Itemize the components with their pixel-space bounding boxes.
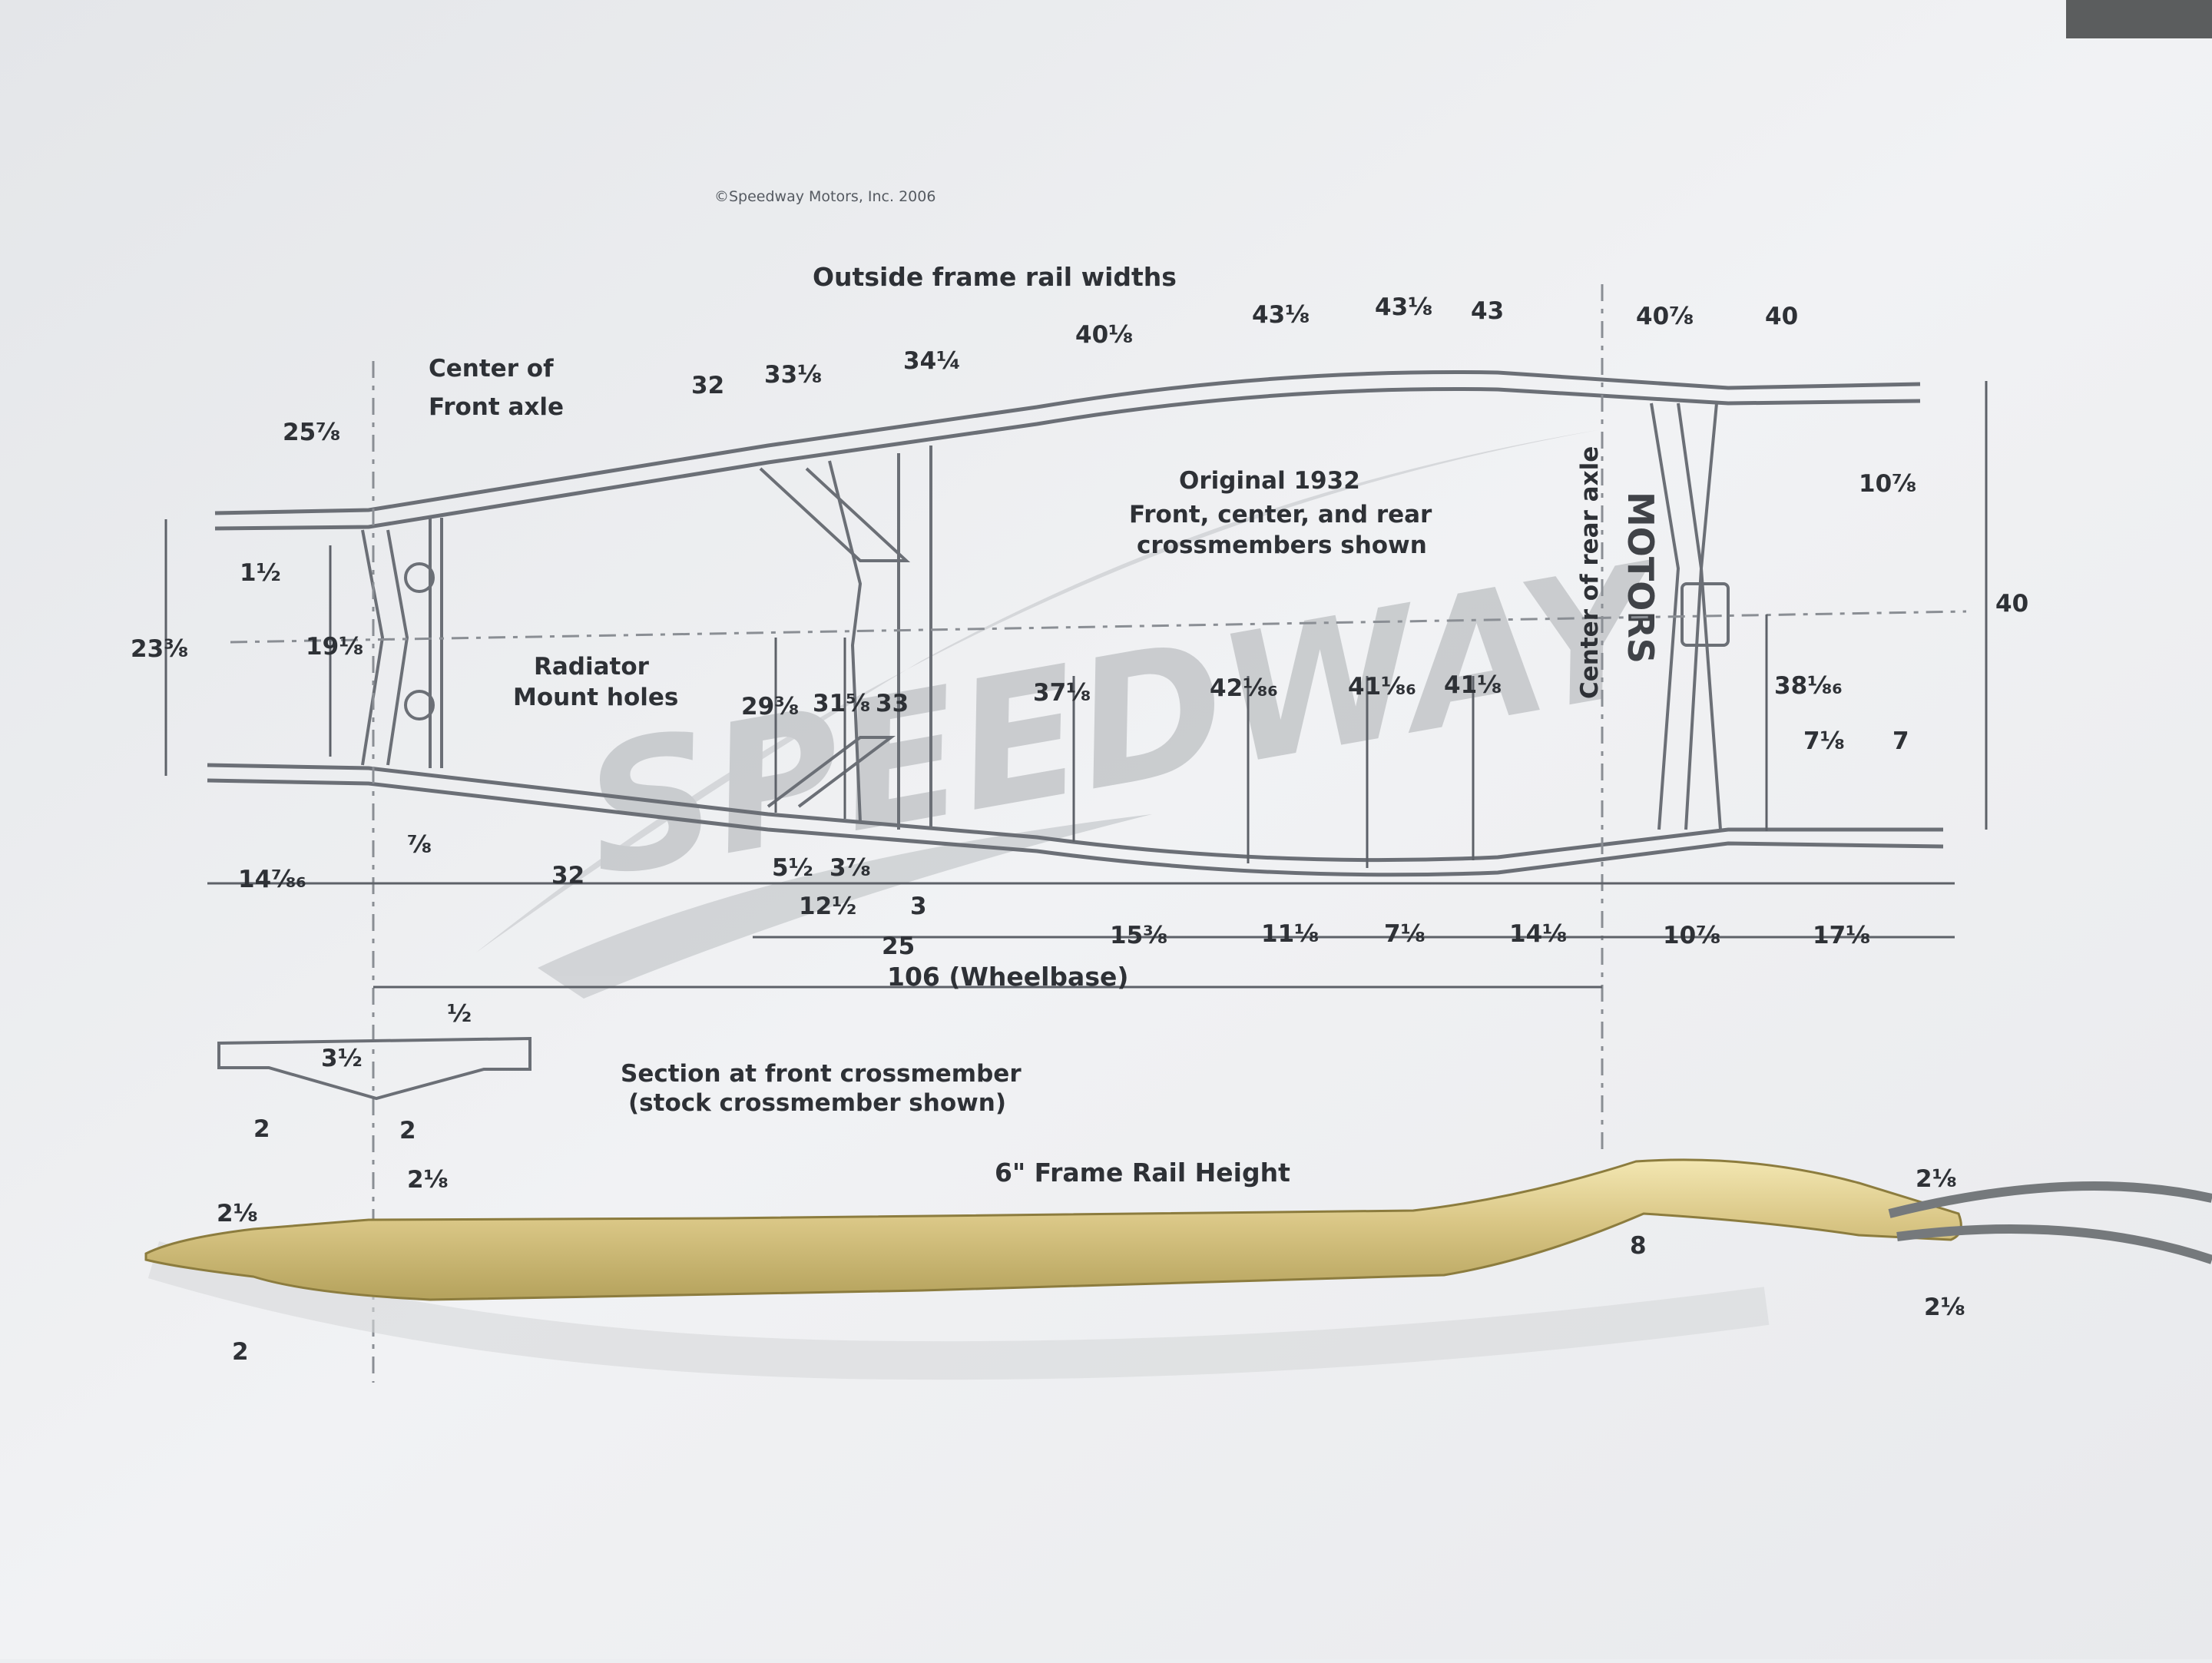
- side-dim-label: 8: [1630, 1232, 1647, 1260]
- diagram-title: Outside frame rail widths: [813, 262, 1177, 292]
- bottom-dim-label: 14⅛: [1509, 920, 1567, 948]
- inner-width-label: 37⅛: [1033, 679, 1091, 707]
- rear-axle-label: Center of rear axle: [1576, 446, 1604, 699]
- left-dim-label: 19⅛: [306, 633, 363, 661]
- original-note: Original 1932 Front, center, and rear cr…: [1129, 467, 1432, 559]
- front-crossmember: [361, 518, 443, 768]
- top-width-label: 40⅞: [1636, 303, 1694, 330]
- side-dim-label: 2: [232, 1338, 249, 1366]
- note-line: Original 1932: [1179, 467, 1360, 495]
- top-width-labels: 32 33⅛ 34¼ 40⅛ 43⅛ 43⅛ 43 40⅞ 40: [691, 293, 1798, 399]
- bottom-dim-label: 11⅛: [1261, 920, 1319, 948]
- inner-width-labels: 29⅜ 31⅝ 33 37⅛ 42⅛₆ 41⅛₆ 41⅛: [741, 671, 1502, 721]
- bottom-dimension-labels: 14⅞₆ 32 5½ 3⅞ 12½ 3 25 15⅜ 11⅛ 7⅛ 14⅛ 10…: [238, 854, 1870, 960]
- brass-rail-model: [144, 1158, 2212, 1380]
- reference-lines: [230, 284, 1967, 1383]
- bottom-dim-label: 14⅞₆: [238, 866, 306, 893]
- right-dim-label: 38⅛₆: [1774, 672, 1843, 700]
- right-dim-label: 7: [1892, 727, 1909, 755]
- rear-crossmember: [1650, 402, 1730, 830]
- left-dim-label: 23⅜: [131, 635, 188, 663]
- top-width-label: 40⅛: [1075, 321, 1133, 349]
- inner-width-label: 31⅝: [813, 690, 870, 717]
- note-line: crossmembers shown: [1137, 532, 1427, 559]
- bottom-dim-label: 5½: [772, 854, 813, 882]
- top-width-label: 32: [691, 372, 724, 399]
- corner-object: [2066, 0, 2212, 38]
- bottom-dim-label: 12½: [799, 893, 856, 920]
- side-dim-label: 2⅛: [217, 1200, 258, 1227]
- side-dimension-labels: 2⅛ 2⅛ 2 8 2⅛ 2⅛: [217, 1165, 1965, 1366]
- inner-width-label: 33: [876, 690, 909, 717]
- bottom-dim-label: 10⅞: [1663, 922, 1720, 949]
- frame-top-view: [207, 370, 1944, 877]
- radiator-line: Radiator: [534, 653, 650, 681]
- dimension-lines: [164, 381, 1988, 989]
- side-dim-label: 2⅛: [1916, 1165, 1957, 1193]
- brass-rail: [144, 1158, 1962, 1301]
- radiator-note: Radiator Mount holes: [513, 653, 678, 711]
- front-axle-note: Center of Front axle: [429, 355, 564, 421]
- section-dim-label: 3½: [321, 1045, 363, 1072]
- watermark-small-text: MOTORS: [1620, 492, 1661, 664]
- right-dim-label: 40: [1995, 590, 2028, 618]
- section-dimension-labels: ½ 3½ 2 2: [253, 1000, 472, 1145]
- front-axle-line: Center of: [429, 355, 554, 383]
- side-dim-label: 2⅛: [1924, 1294, 1965, 1321]
- crossmember-section: [217, 1036, 531, 1101]
- left-dim-label: 25⅞: [283, 419, 340, 446]
- right-dim-label: 10⅞: [1859, 470, 1916, 498]
- section-line: Section at front crossmember: [621, 1060, 1022, 1088]
- section-line: (stock crossmember shown): [628, 1089, 1006, 1117]
- side-dim-label: 2⅛: [407, 1166, 449, 1194]
- left-dim-label: 1½: [240, 559, 281, 587]
- top-width-label: 34¼: [903, 347, 961, 375]
- top-width-label: 43⅛: [1252, 301, 1310, 329]
- top-width-label: 43⅛: [1375, 293, 1432, 321]
- bottom-dim-label: 3: [910, 893, 927, 920]
- top-width-label: 43: [1471, 297, 1504, 325]
- wheelbase-label: 106 (Wheelbase): [887, 962, 1128, 992]
- inner-width-label: 42⅛₆: [1210, 674, 1278, 702]
- inner-width-label: 41⅛₆: [1348, 673, 1416, 701]
- bottom-dim-label: 32: [551, 862, 584, 889]
- inner-width-label: 41⅛: [1444, 671, 1502, 699]
- inner-width-label: 29⅜: [741, 693, 799, 721]
- front-axle-line: Front axle: [429, 393, 564, 421]
- left-dim-label: ⅞: [407, 831, 432, 859]
- top-width-label: 40: [1765, 303, 1798, 330]
- right-dimension-labels: 10⅞ 40 38⅛₆ 7⅛ 7: [1774, 470, 2028, 755]
- bottom-dim-label: 25: [882, 933, 915, 960]
- section-dim-label: 2: [253, 1115, 270, 1143]
- bottom-dim-label: 3⅞: [830, 854, 871, 882]
- right-dim-label: 7⅛: [1803, 727, 1845, 755]
- left-dimension-labels: 25⅞ 1½ 23⅜ 19⅛ ⅞: [131, 419, 432, 859]
- bottom-dim-label: 17⅛: [1813, 922, 1870, 949]
- bottom-dim-label: 7⅛: [1384, 920, 1426, 948]
- radiator-line: Mount holes: [513, 684, 678, 711]
- copyright-text: ©Speedway Motors, Inc. 2006: [714, 188, 935, 205]
- section-dim-label: ½: [447, 1000, 472, 1028]
- section-dim-label: 2: [399, 1117, 416, 1145]
- section-note: Section at front crossmember (stock cros…: [621, 1060, 1022, 1117]
- rail-height-label: 6" Frame Rail Height: [995, 1158, 1290, 1188]
- note-line: Front, center, and rear: [1129, 501, 1432, 528]
- top-width-label: 33⅛: [764, 361, 822, 389]
- bottom-dim-label: 15⅜: [1110, 922, 1167, 949]
